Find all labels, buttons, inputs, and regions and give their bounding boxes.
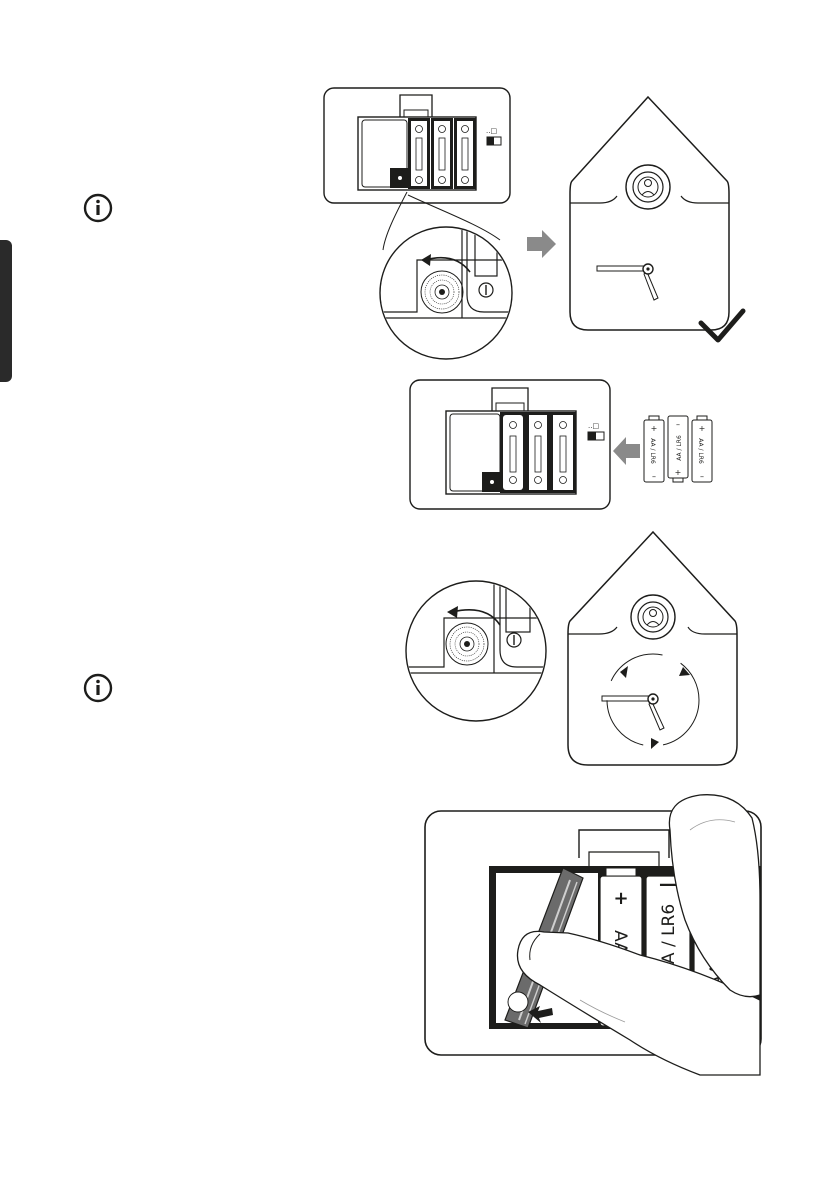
birdhouse-clock-2 bbox=[568, 532, 737, 765]
checkmark-icon bbox=[701, 311, 743, 340]
compartment-diagram-2: ..□ bbox=[410, 380, 610, 509]
svg-text:–: – bbox=[676, 420, 680, 429]
arrow-left-icon bbox=[613, 437, 640, 465]
svg-text:–: – bbox=[652, 472, 656, 481]
battery-aa-1: + – AA / LR6 bbox=[644, 416, 664, 482]
svg-text:AA / LR6: AA / LR6 bbox=[649, 438, 656, 464]
svg-text:..□: ..□ bbox=[588, 422, 599, 430]
birdhouse-clock-1 bbox=[570, 97, 729, 330]
svg-text:+: + bbox=[651, 424, 658, 433]
svg-text:AA / LR6: AA / LR6 bbox=[697, 438, 704, 464]
compartment-diagram-1: ..□ bbox=[324, 88, 510, 203]
svg-text:+: + bbox=[675, 468, 682, 477]
svg-text:+: + bbox=[699, 424, 706, 433]
battery-aa-2: – + AA / LR6 bbox=[668, 416, 688, 482]
battery-removal-illustration: + AA / L — AA / LR6 AA bbox=[425, 795, 761, 1075]
svg-text:+: + bbox=[613, 888, 628, 909]
magnifier-detail-2 bbox=[405, 581, 550, 721]
arrow-right-icon bbox=[527, 230, 556, 258]
magnifier-callout-1 bbox=[380, 192, 516, 359]
battery-aa-3: + – AA / LR6 bbox=[692, 416, 712, 482]
svg-text:–: – bbox=[700, 472, 704, 481]
switch-label: ..□ bbox=[486, 127, 497, 135]
svg-text:AA / LR6: AA / LR6 bbox=[676, 435, 683, 461]
